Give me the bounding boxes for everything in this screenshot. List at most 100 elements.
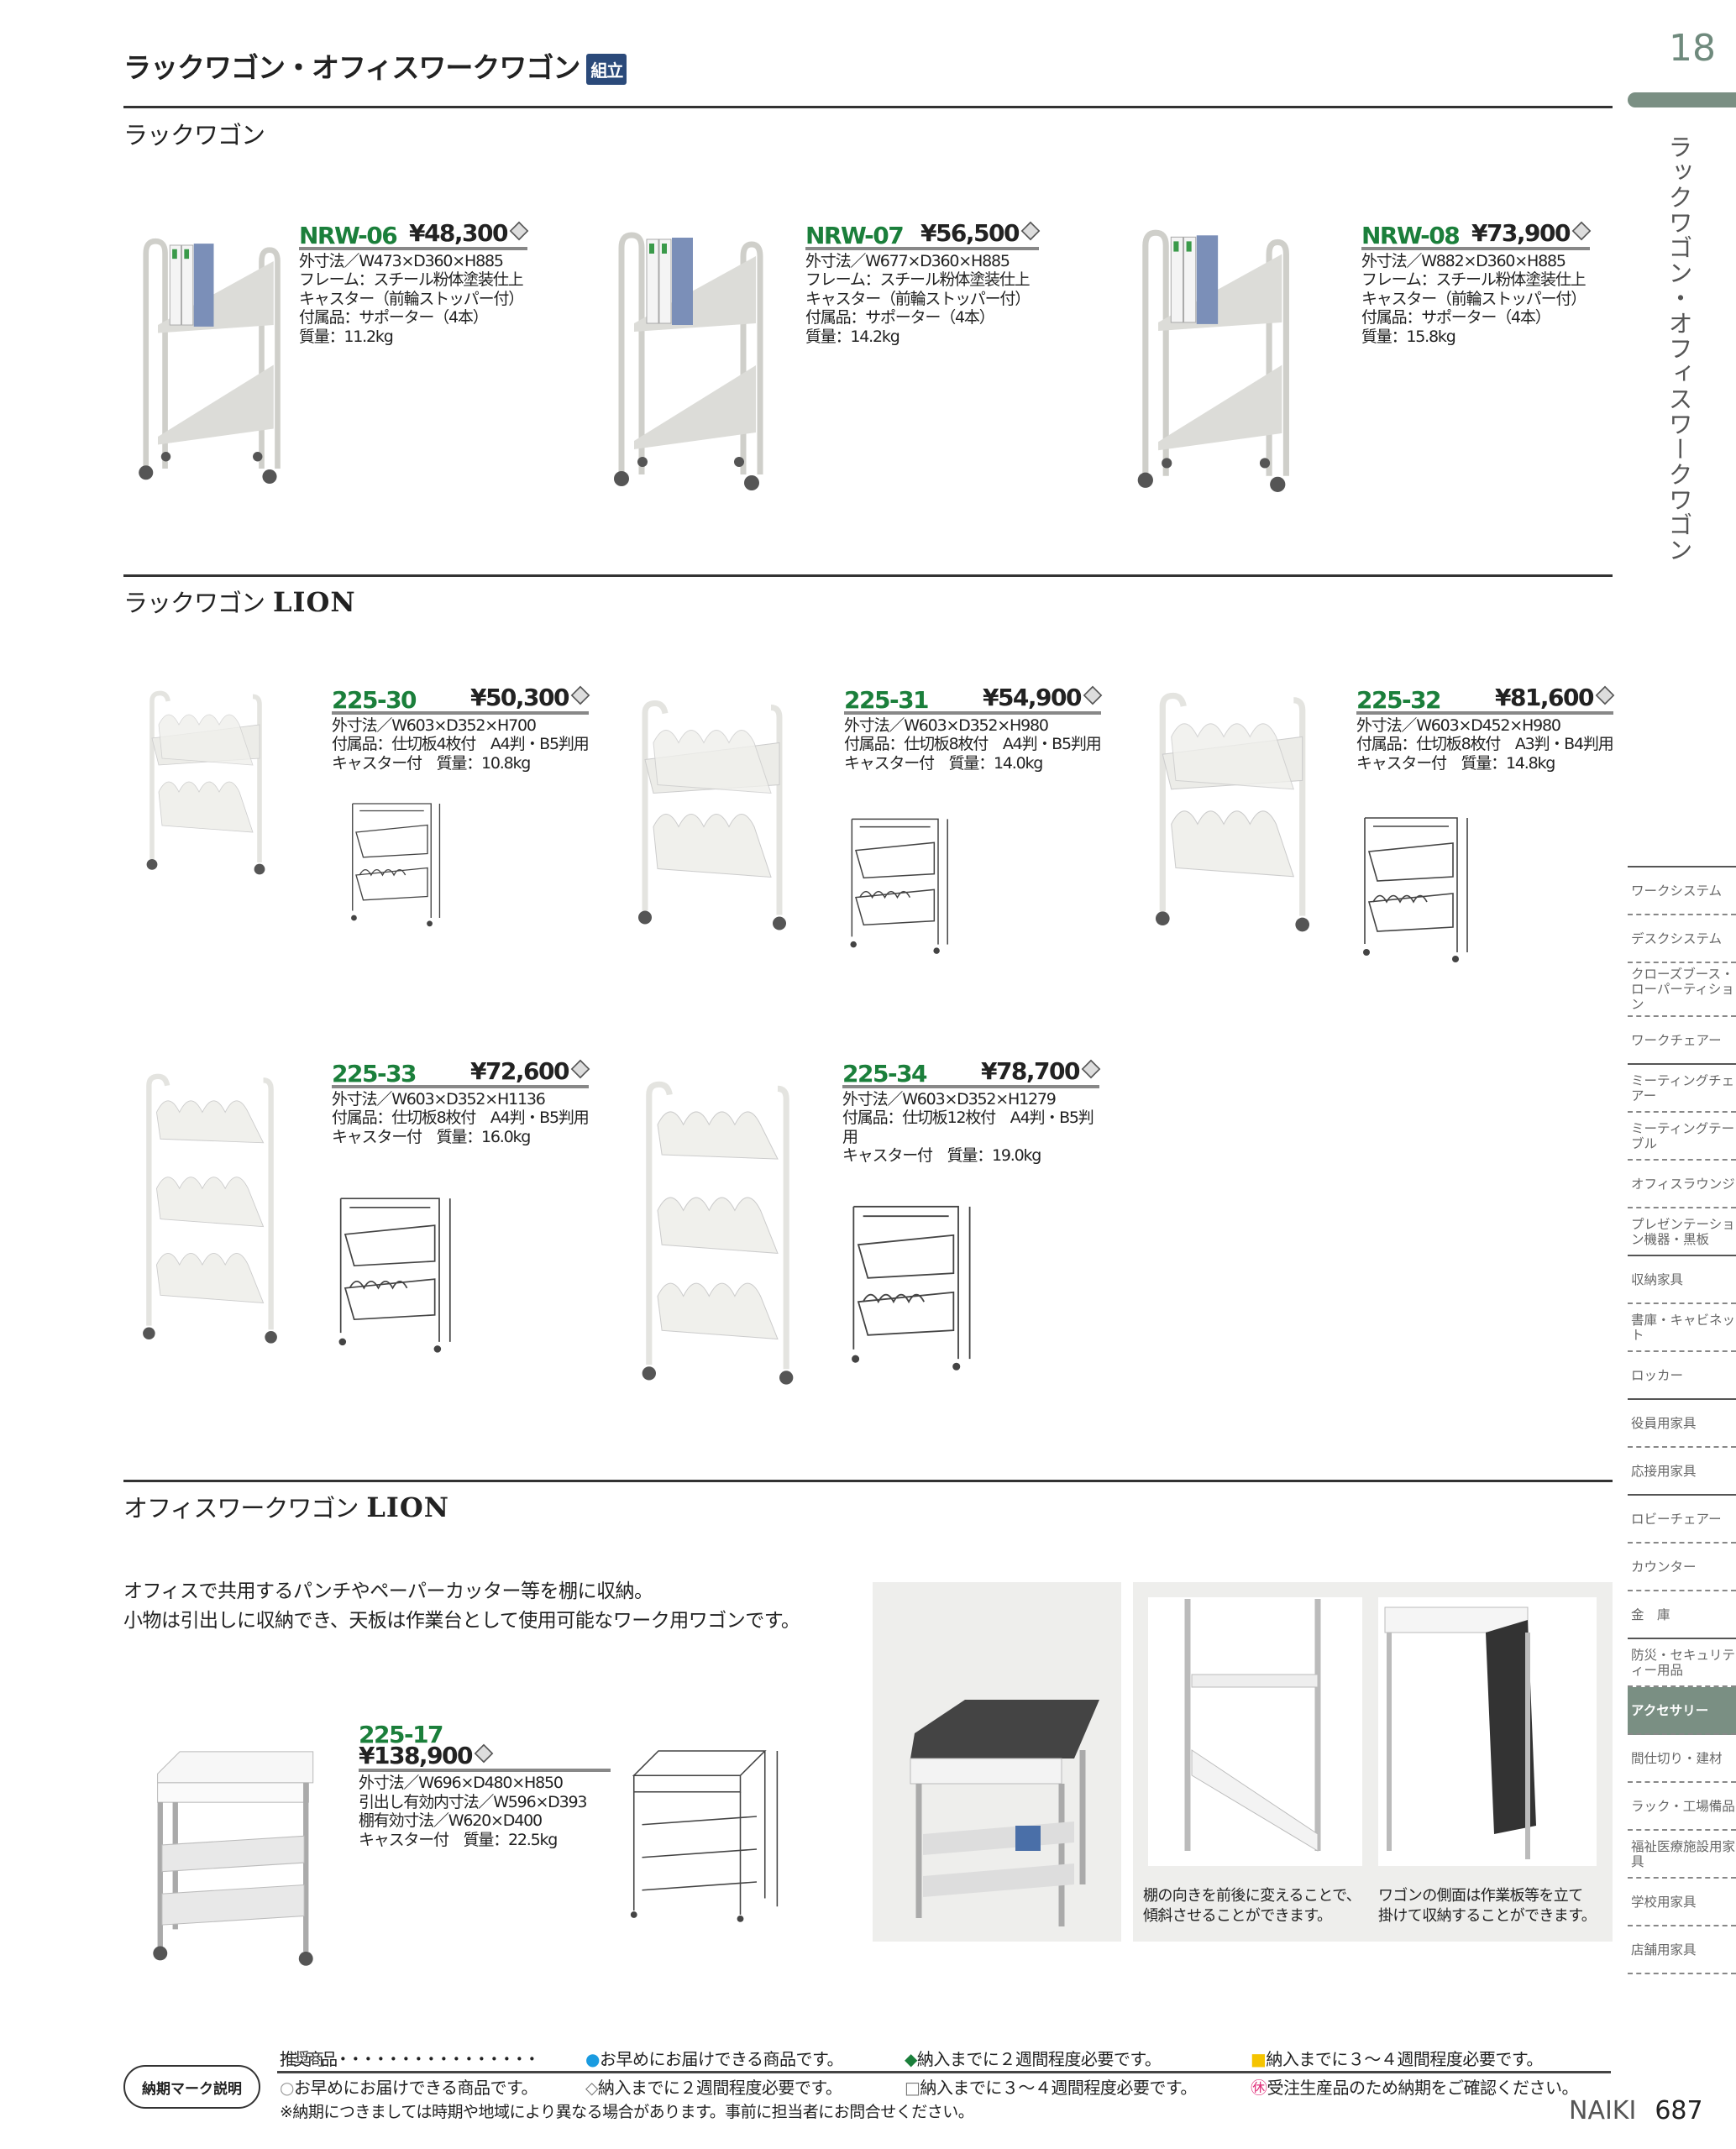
nav-item[interactable]: 防災・セキュリティー用品 <box>1628 1639 1736 1687</box>
nav-item[interactable]: ワークチェアー <box>1628 1017 1736 1065</box>
delivery-diamond-icon <box>570 1059 590 1079</box>
model-number: 225-30 <box>332 686 417 714</box>
legend-text: お早めにお届けできる商品です。 <box>599 2049 844 2069</box>
price: ¥72,600 <box>469 1057 570 1085</box>
product-image-225-17 <box>143 1738 323 1969</box>
delivery-diamond-icon <box>1020 221 1041 241</box>
spec-line: 外寸法／W473×D360×H885 <box>299 251 504 270</box>
assembly-badge: 組立 <box>586 54 627 85</box>
nav-item[interactable]: デスクシステム <box>1628 915 1736 963</box>
legend-text: お早めにお届けできる商品です。 <box>293 2078 538 2098</box>
legend-2weeks: ◇納入までに２週間程度必要です。 <box>585 2074 842 2099</box>
price: ¥56,500 <box>920 219 1020 247</box>
spec-line: 外寸法／W603×D352×H700 <box>332 715 537 735</box>
spec-line: 棚有効寸法／W620×D400 <box>359 1811 543 1830</box>
nav-item[interactable]: カウンター <box>1628 1544 1736 1591</box>
model-number: 225-34 <box>842 1060 928 1088</box>
nav-item[interactable]: ロビーチェアー <box>1628 1496 1736 1544</box>
nav-item[interactable]: オフィスラウンジ <box>1628 1161 1736 1208</box>
delivery-diamond-icon <box>509 221 529 241</box>
description-line: オフィスで共用するパンチやペーパーカッター等を棚に収納。 <box>123 1580 653 1602</box>
delivery-diamond-icon <box>1081 1059 1101 1079</box>
dimension-diagram-225-31 <box>849 818 949 955</box>
dimension-diagram-225-32 <box>1362 817 1468 963</box>
nav-item[interactable]: ワークシステム <box>1628 867 1736 915</box>
nav-item[interactable]: 店舗用家具 <box>1628 1926 1736 1974</box>
photo-work-wagon-in-use <box>873 1582 1121 1942</box>
spec-line: 付属品：サポーター（4本） <box>299 308 489 327</box>
gray-circle-icon: ○ <box>280 2078 294 2098</box>
caption-side-storage: ワゴンの側面は作業板等を立て掛けて収納することができます。 <box>1378 1886 1609 1926</box>
legend-text: 受注生産品のため納期をご確認ください。 <box>1267 2078 1579 2098</box>
delivery-note: ※納期につきましては時期や地域により異なる場合があります。事前に担当者にお問合せ… <box>280 2103 974 2121</box>
divider <box>123 106 1613 108</box>
spec-line: 外寸法／W603×D352×H1136 <box>332 1089 546 1109</box>
spec-line: フレーム：スチール粉体塗装仕上 <box>299 270 524 289</box>
nav-item[interactable]: ロッカー <box>1628 1352 1736 1400</box>
price: ¥54,900 <box>982 684 1083 711</box>
section-heading-text: ラックワゴン <box>123 589 265 617</box>
caption-tilt-shelf: 棚の向きを前後に変えることで、傾斜させることができます。 <box>1143 1886 1374 1926</box>
green-diamond-icon: ◆ <box>905 2049 917 2069</box>
nav-item[interactable]: 応接用家具 <box>1628 1448 1736 1496</box>
spec-line: 外寸法／W603×D352×H980 <box>844 715 1049 735</box>
divider <box>123 574 1613 577</box>
page-title-text: ラックワゴン・オフィスワークワゴン <box>123 51 580 84</box>
nav-item[interactable]: 間仕切り・建材 <box>1628 1735 1736 1783</box>
model-number: 225-31 <box>844 686 930 714</box>
nav-item[interactable]: 学校用家具 <box>1628 1879 1736 1926</box>
footer-divider <box>277 2071 1611 2073</box>
price: ¥50,300 <box>469 684 570 711</box>
product-image-225-33 <box>126 1067 294 1356</box>
model-number: 225-17 <box>359 1721 444 1748</box>
product-image-225-30 <box>122 684 290 886</box>
divider <box>123 1480 1613 1482</box>
nav-item[interactable]: プレゼンテーション機器・黒板 <box>1628 1208 1736 1256</box>
gray-square-icon: □ <box>905 2078 920 2098</box>
section-number: 18 <box>1669 27 1716 70</box>
spec-line: キャスター（前輪ストッパー付） <box>1361 289 1587 308</box>
legend-recommended-3-4weeks: ■納入までに３～４週間程度必要です。 <box>1251 2046 1543 2070</box>
spec-line: キャスター（前輪ストッパー付） <box>805 289 1031 308</box>
spec-line: キャスター付 質量：16.0kg <box>332 1127 531 1146</box>
nav-item[interactable]: 福祉医療施設用家具 <box>1628 1831 1736 1879</box>
spec-line: 外寸法／W882×D360×H885 <box>1361 251 1566 270</box>
page-title: ラックワゴン・オフィスワークワゴン組立 <box>123 45 627 86</box>
spec-line: キャスター付 質量：10.8kg <box>332 753 531 773</box>
caption-line: 棚の向きを前後に変えることで、 <box>1143 1887 1361 1905</box>
price: ¥73,900 <box>1471 219 1571 247</box>
photo-panel: 棚の向きを前後に変えることで、傾斜させることができます。 ワゴンの側面は作業板等… <box>1133 1582 1613 1942</box>
spec-line: 外寸法／W603×D352×H1279 <box>842 1089 1057 1109</box>
spec-line: 付属品：サポーター（4本） <box>805 308 995 327</box>
section-tab <box>1628 92 1736 107</box>
spec-line: 付属品：仕切板8枚付 A3判・B4判用 <box>1356 735 1614 753</box>
spec-line: キャスター付 質量：19.0kg <box>842 1146 1041 1165</box>
price: ¥138,900 <box>359 1741 474 1769</box>
product-image-nrw-06 <box>126 223 286 491</box>
nav-item[interactable]: 金 庫 <box>1628 1591 1736 1639</box>
spec-line: 外寸法／W677×D360×H885 <box>805 251 1010 270</box>
dimension-diagram-225-33 <box>338 1198 451 1354</box>
caption-line: ワゴンの側面は作業板等を立て <box>1378 1887 1583 1905</box>
section-heading-rack: ラックワゴン <box>123 121 265 149</box>
nav-item[interactable]: ミーティングチェアー <box>1628 1065 1736 1113</box>
product-image-nrw-08 <box>1079 220 1340 493</box>
section-heading-text: オフィスワークワゴン <box>123 1494 359 1523</box>
legend-text: 納入までに２週間程度必要です。 <box>916 2049 1162 2069</box>
nav-item[interactable]: 役員用家具 <box>1628 1400 1736 1448</box>
legend-recommended-fast: ●お早めにお届けできる商品です。 <box>585 2046 844 2070</box>
spec-line: 質量：14.2kg <box>805 327 900 346</box>
nav-item[interactable]: クローズブース・ローパーティション <box>1628 963 1736 1017</box>
model-number: 225-33 <box>332 1060 417 1088</box>
nav-item[interactable]: ラック・工場備品 <box>1628 1783 1736 1831</box>
nav-item[interactable]: 書庫・キャビネット <box>1628 1304 1736 1352</box>
nav-item[interactable]: アクセサリー <box>1628 1687 1736 1735</box>
nav-item[interactable]: 収納家具 <box>1628 1256 1736 1304</box>
side-label: ラックワゴン・オフィスワークワゴン <box>1665 134 1693 563</box>
legend-text: 納入までに３～４週間程度必要です。 <box>1266 2049 1543 2069</box>
nav-item[interactable]: ミーティングテーブル <box>1628 1113 1736 1161</box>
model-number: NRW-07 <box>805 222 905 249</box>
spec-line: 引出し有効内寸法／W596×D393 <box>359 1792 587 1811</box>
spec-line: キャスター付 質量：14.8kg <box>1356 753 1555 773</box>
